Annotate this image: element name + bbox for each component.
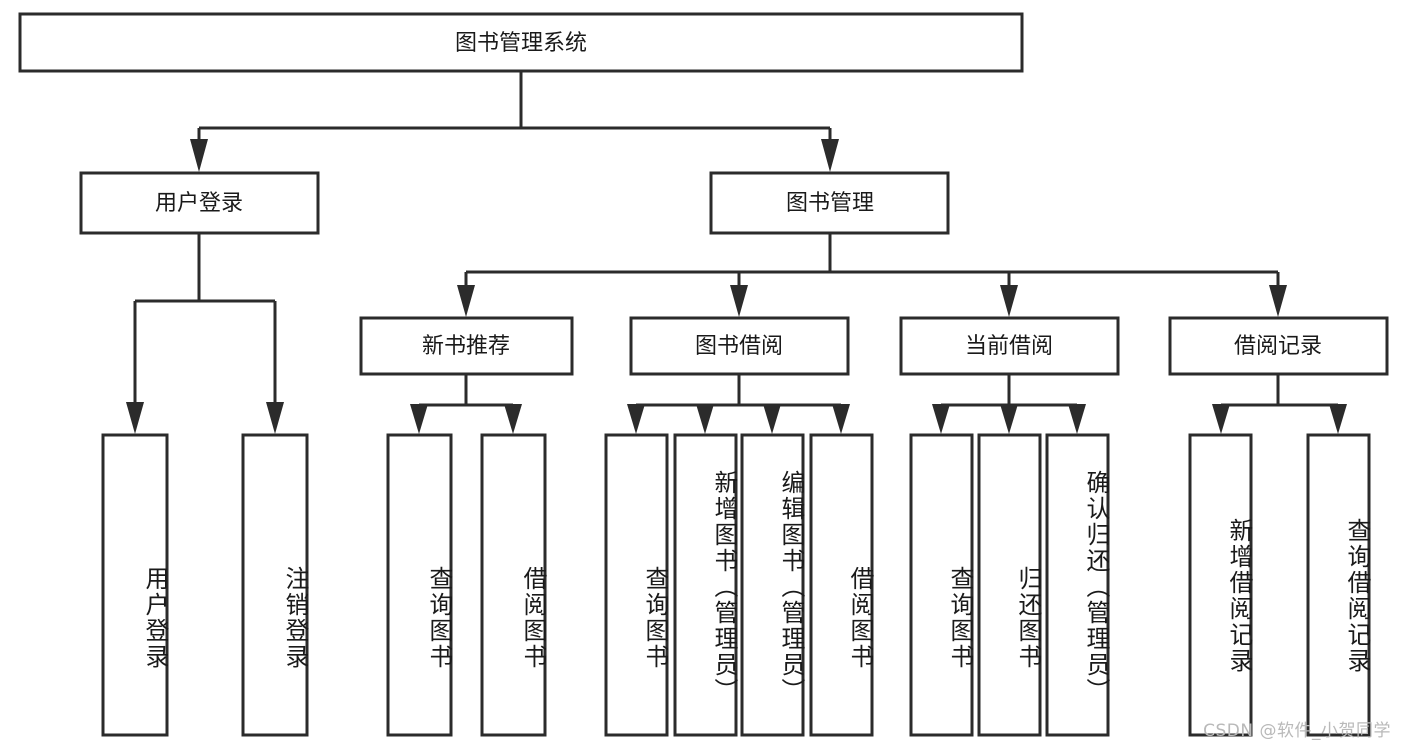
arrow-head-borrow-record [1269, 285, 1287, 317]
arrow-head-leaf-query-book-borrow [627, 404, 645, 434]
arrow-head-leaf-query-book-cur [932, 404, 950, 434]
node-box-new-book-recommend[interactable] [359, 316, 574, 376]
node-root[interactable]: 图书管理系统 [18, 12, 1024, 73]
arrow-head-leaf-edit-book-admin [763, 404, 781, 434]
node-box-leaf-return-book[interactable] [977, 433, 1042, 737]
node-box-leaf-add-book-admin[interactable] [673, 433, 738, 737]
arrow-head-leaf-add-book-admin [696, 404, 714, 434]
node-label-borrow-record: 借阅记录 [1234, 334, 1322, 359]
node-box-leaf-query-book-rec[interactable] [386, 433, 453, 737]
connector-group-new-book-recommend [410, 374, 522, 434]
watermark-credit: CSDN @软件_小贺同学 [1203, 721, 1391, 741]
node-box-leaf-query-book-borrow[interactable] [604, 433, 669, 737]
node-box-leaf-query-book-cur[interactable] [909, 433, 974, 737]
node-box-current-borrow[interactable] [899, 316, 1120, 376]
node-book-borrow[interactable]: 图书借阅 [629, 316, 850, 376]
node-label-user-login: 用户登录 [155, 191, 243, 216]
node-box-book-borrow[interactable] [629, 316, 850, 376]
node-box-leaf-borrow-book-rec[interactable] [480, 433, 547, 737]
arrow-head-leaf-user-login [126, 402, 144, 434]
node-box-user-login[interactable] [79, 171, 320, 235]
arrow-head-leaf-query-borrow-record [1329, 404, 1347, 434]
node-book-manage[interactable]: 图书管理 [709, 171, 950, 235]
arrow-head-leaf-borrow-book-rec [504, 404, 522, 434]
node-box-leaf-borrow-book[interactable] [809, 433, 874, 737]
arrow-head-book-manage [821, 139, 839, 172]
arrow-head-leaf-return-book [1000, 404, 1018, 434]
arrow-head-current-borrow [1000, 285, 1018, 317]
arrow-head-user-login [190, 139, 208, 172]
node-box-leaf-add-borrow-record[interactable] [1188, 433, 1253, 737]
arrow-head-leaf-query-book-rec [410, 404, 428, 434]
arrow-head-leaf-confirm-return-admin [1068, 404, 1086, 434]
node-new-book-recommend[interactable]: 新书推荐 [359, 316, 574, 376]
connector-group-current-borrow [932, 374, 1086, 434]
node-box-leaf-edit-book-admin[interactable] [740, 433, 805, 737]
node-box-leaf-confirm-return-admin[interactable] [1045, 433, 1110, 737]
node-current-borrow[interactable]: 当前借阅 [899, 316, 1120, 376]
arrow-head-book-borrow [730, 285, 748, 317]
node-borrow-record[interactable]: 借阅记录 [1168, 316, 1389, 376]
connector-group-book-borrow [627, 374, 850, 434]
arrow-head-leaf-add-borrow-record [1212, 404, 1230, 434]
node-label-book-manage: 图书管理 [786, 191, 874, 216]
node-label-book-borrow: 图书借阅 [695, 334, 783, 359]
node-box-book-manage[interactable] [709, 171, 950, 235]
node-box-leaf-logout[interactable] [241, 433, 309, 737]
node-user-login[interactable]: 用户登录 [79, 171, 320, 235]
node-box-leaf-user-login[interactable] [101, 433, 169, 737]
arrow-head-leaf-logout [266, 402, 284, 434]
node-label-current-borrow: 当前借阅 [965, 334, 1053, 359]
connector-group-book-manage [457, 233, 1287, 317]
node-box-leaf-query-borrow-record[interactable] [1306, 433, 1371, 737]
arrow-head-new-book-recommend [457, 285, 475, 317]
connector-group-borrow-record [1212, 374, 1347, 434]
arrow-head-leaf-borrow-book [832, 404, 850, 434]
node-box-root[interactable] [18, 12, 1024, 73]
node-box-borrow-record[interactable] [1168, 316, 1389, 376]
connector-group-root [190, 71, 839, 172]
connector-group-user-login [126, 233, 284, 434]
node-label-root: 图书管理系统 [455, 31, 587, 56]
node-label-new-book-recommend: 新书推荐 [422, 334, 510, 359]
